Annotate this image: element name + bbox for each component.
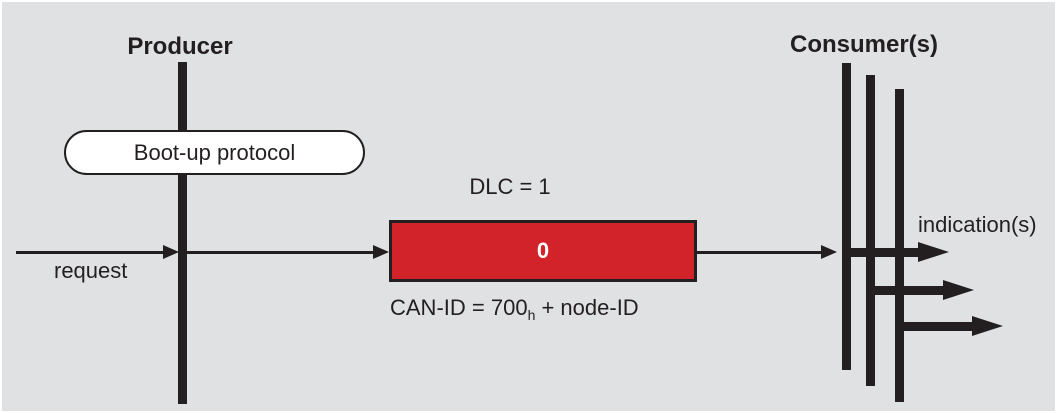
request-arrow-head	[163, 245, 179, 259]
indication-arrow-1-head	[918, 242, 949, 262]
bootup-protocol-pill-label: Boot-up protocol	[133, 139, 296, 165]
request-label: request	[54, 258, 128, 283]
consumer-lifeline-1	[842, 63, 851, 370]
frame-to-consumers-arrow-head	[821, 245, 837, 259]
indication-arrow-2-shaft	[866, 286, 944, 295]
consumer-lifeline-3	[895, 89, 904, 402]
consumers-title: Consumer(s)	[789, 31, 939, 58]
consumer-lifeline-2	[866, 75, 875, 386]
indication-arrow-2-head	[943, 280, 974, 300]
can-id-suffix: + node-ID	[535, 295, 639, 320]
can-frame-data-value: 0	[536, 238, 550, 263]
producer-lifeline	[178, 62, 187, 404]
producer-to-frame-arrow-shaft	[187, 251, 373, 254]
can-id-subscript: h	[527, 307, 536, 323]
can-id-label: CAN-ID = 700h + node-ID	[390, 295, 639, 324]
indication-arrow-3-shaft	[895, 322, 973, 331]
indication-arrow-1-shaft	[842, 248, 919, 257]
dlc-label: DLC = 1	[469, 174, 551, 199]
frame-to-consumers-arrow-shaft	[697, 251, 821, 254]
bootup-protocol-pill: Boot-up protocol	[64, 130, 365, 175]
request-arrow-shaft	[16, 251, 163, 254]
producer-to-frame-arrow-head	[373, 245, 389, 259]
can-frame-box: 0	[389, 220, 697, 282]
producer-title: Producer	[127, 33, 233, 60]
indication-label: indication(s)	[918, 212, 1037, 237]
indication-arrow-3-head	[972, 316, 1003, 336]
can-id-prefix: CAN-ID = 700	[390, 295, 528, 320]
